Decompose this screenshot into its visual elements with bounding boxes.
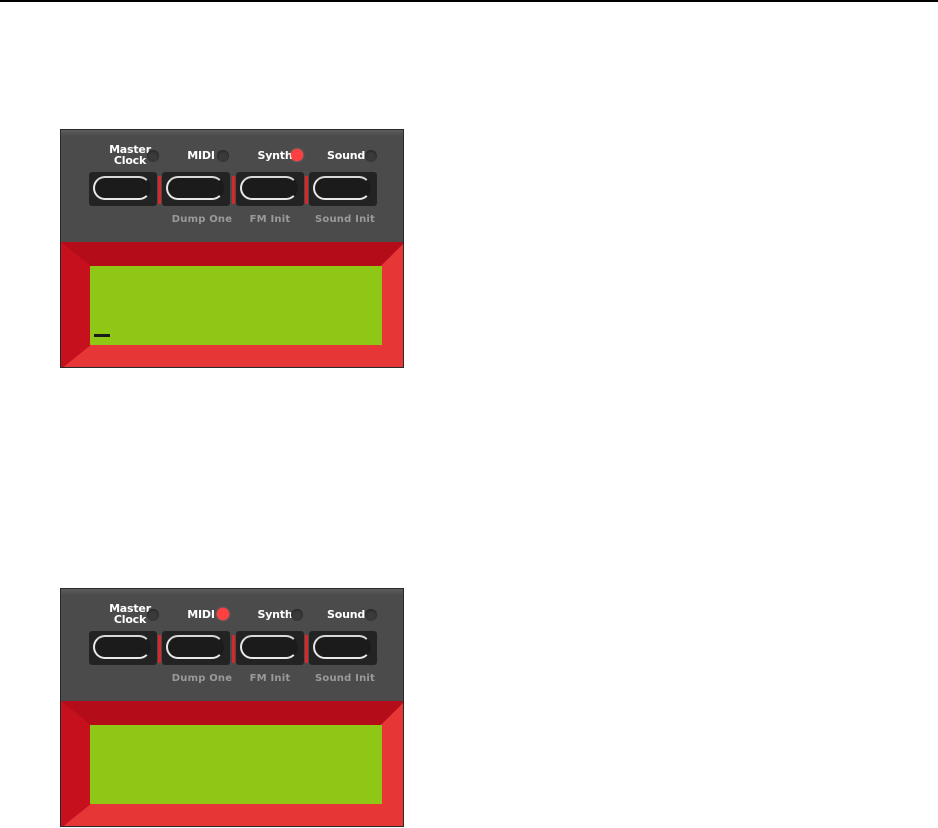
sound-init-label: Sound Init — [315, 673, 375, 684]
midi-label: MIDI — [187, 149, 215, 162]
midi-label: MIDI — [187, 608, 215, 621]
separator — [305, 635, 308, 663]
control-strip: Master Clock MIDI Synth Sound Dump One F… — [61, 589, 403, 701]
bezel-left — [61, 701, 91, 826]
midi-well — [162, 631, 230, 665]
midi-led — [217, 150, 229, 162]
separator — [305, 176, 308, 204]
bezel-top — [61, 701, 403, 725]
lcd-screen — [90, 725, 382, 804]
master-clock-led — [147, 150, 159, 162]
master-clock-label: Master Clock — [109, 143, 151, 167]
sound-led — [365, 609, 377, 621]
separator — [232, 176, 235, 204]
separator — [158, 176, 161, 204]
dump-one-label: Dump One — [171, 214, 233, 225]
master-clock-led — [147, 609, 159, 621]
synth-label: Synth — [257, 149, 293, 162]
synth-label: Synth — [257, 608, 293, 621]
bezel-top — [61, 242, 403, 266]
sound-led — [365, 150, 377, 162]
master-clock-label: Master Clock — [109, 602, 151, 626]
master-clock-well — [89, 172, 157, 206]
display-bezel — [61, 242, 403, 367]
control-strip: Master Clock MIDI Synth Sound Dump One F… — [61, 130, 403, 242]
sound-label: Sound — [326, 608, 366, 621]
midi-button[interactable] — [166, 176, 224, 200]
sound-button[interactable] — [313, 176, 371, 200]
synth-led — [291, 609, 303, 621]
master-clock-button[interactable] — [93, 176, 151, 200]
sound-well — [309, 631, 377, 665]
sound-button[interactable] — [313, 635, 371, 659]
synth-panel-2: Master Clock MIDI Synth Sound Dump One F… — [60, 588, 404, 827]
synth-panel-1: Master Clock MIDI Synth Sound Dump One F… — [60, 129, 404, 368]
master-clock-well — [89, 631, 157, 665]
lcd-screen — [90, 266, 382, 345]
display-bezel — [61, 701, 403, 826]
dump-one-label: Dump One — [171, 673, 233, 684]
midi-button[interactable] — [166, 635, 224, 659]
bezel-left — [61, 242, 91, 367]
sound-well — [309, 172, 377, 206]
master-clock-button[interactable] — [93, 635, 151, 659]
top-rule — [0, 0, 938, 2]
synth-button[interactable] — [240, 176, 298, 200]
midi-well — [162, 172, 230, 206]
separator — [232, 635, 235, 663]
sound-label: Sound — [326, 149, 366, 162]
fm-init-label: FM Init — [249, 673, 291, 684]
synth-button[interactable] — [240, 635, 298, 659]
separator — [158, 635, 161, 663]
synth-well — [236, 631, 304, 665]
synth-well — [236, 172, 304, 206]
synth-led — [291, 149, 303, 161]
sound-init-label: Sound Init — [315, 214, 375, 225]
lcd-cursor — [94, 334, 110, 337]
fm-init-label: FM Init — [249, 214, 291, 225]
midi-led — [217, 608, 229, 620]
